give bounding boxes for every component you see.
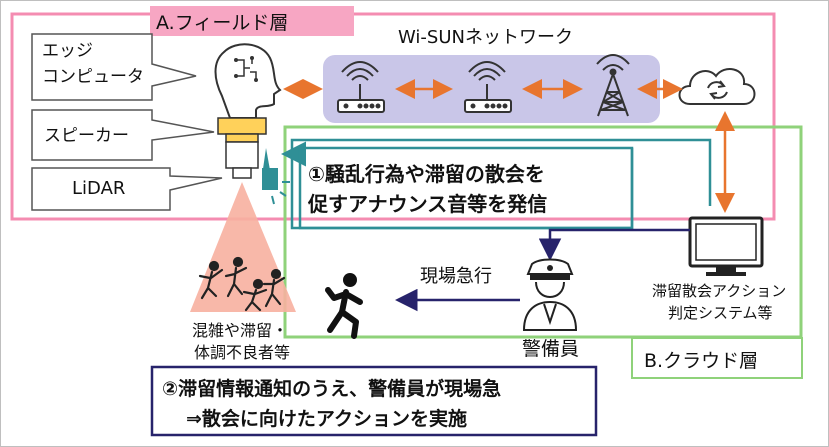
edge-computer-callout bbox=[31, 33, 197, 101]
system-label-line2: 判定システム等 bbox=[668, 304, 773, 322]
speaker-unit bbox=[217, 117, 267, 135]
field-layer-title-box bbox=[150, 6, 354, 36]
guard-label: 警備員 bbox=[522, 338, 580, 360]
rush-label: 現場急行 bbox=[420, 266, 492, 287]
cloud-layer-title-box bbox=[631, 337, 803, 379]
monitor-icon bbox=[688, 216, 764, 276]
step2-line2: ⇒散会に向けたアクションを実施 bbox=[186, 408, 467, 430]
step1-callout-box bbox=[298, 146, 634, 230]
lidar-detection-beam bbox=[190, 182, 296, 312]
step2-callout-box bbox=[150, 365, 598, 437]
system-label-line1: 滞留散会アクション bbox=[652, 282, 787, 300]
network-band bbox=[323, 55, 660, 123]
security-guard-icon bbox=[522, 258, 578, 331]
speaker-sound-icon bbox=[262, 148, 290, 205]
lidar-label: LiDAR bbox=[72, 178, 126, 199]
system-to-guard-arrow bbox=[538, 228, 690, 261]
step1-line1: ①騒乱行為や滞留の散会を bbox=[308, 162, 545, 186]
edge-computer-label: エッジ コンピュータ bbox=[42, 41, 144, 87]
crowd-label-line2: 体調不良者等 bbox=[194, 343, 291, 362]
cloud-icon bbox=[678, 68, 756, 105]
crowd-label-line1: 混雑や滞留・ bbox=[192, 321, 289, 340]
router-2-icon bbox=[464, 61, 512, 113]
network-label: Wi-SUNネットワーク bbox=[398, 27, 573, 48]
cloud-layer-title: B.クラウド層 bbox=[644, 350, 759, 372]
cloud-layer-frame bbox=[283, 125, 803, 339]
crowd-people-icon bbox=[198, 256, 286, 312]
edge-device-stack bbox=[217, 117, 267, 179]
step2-line1: ②滞留情報通知のうえ、警備員が現場急 bbox=[162, 378, 502, 400]
running-person-icon bbox=[325, 273, 363, 339]
speaker-label: スピーカー bbox=[44, 126, 129, 146]
system-to-speaker-arrow bbox=[281, 138, 712, 206]
speaker-callout bbox=[31, 109, 215, 161]
lidar-callout bbox=[31, 167, 223, 211]
field-layer-frame bbox=[10, 12, 776, 221]
router-1-icon bbox=[337, 61, 385, 113]
ai-head-icon bbox=[214, 43, 282, 119]
step1-line2: 促すアナウンス音等を発信 bbox=[308, 192, 548, 216]
antenna-tower-icon bbox=[596, 54, 630, 117]
lidar-unit bbox=[225, 141, 259, 169]
field-layer-title: A.フィールド層 bbox=[156, 12, 289, 34]
